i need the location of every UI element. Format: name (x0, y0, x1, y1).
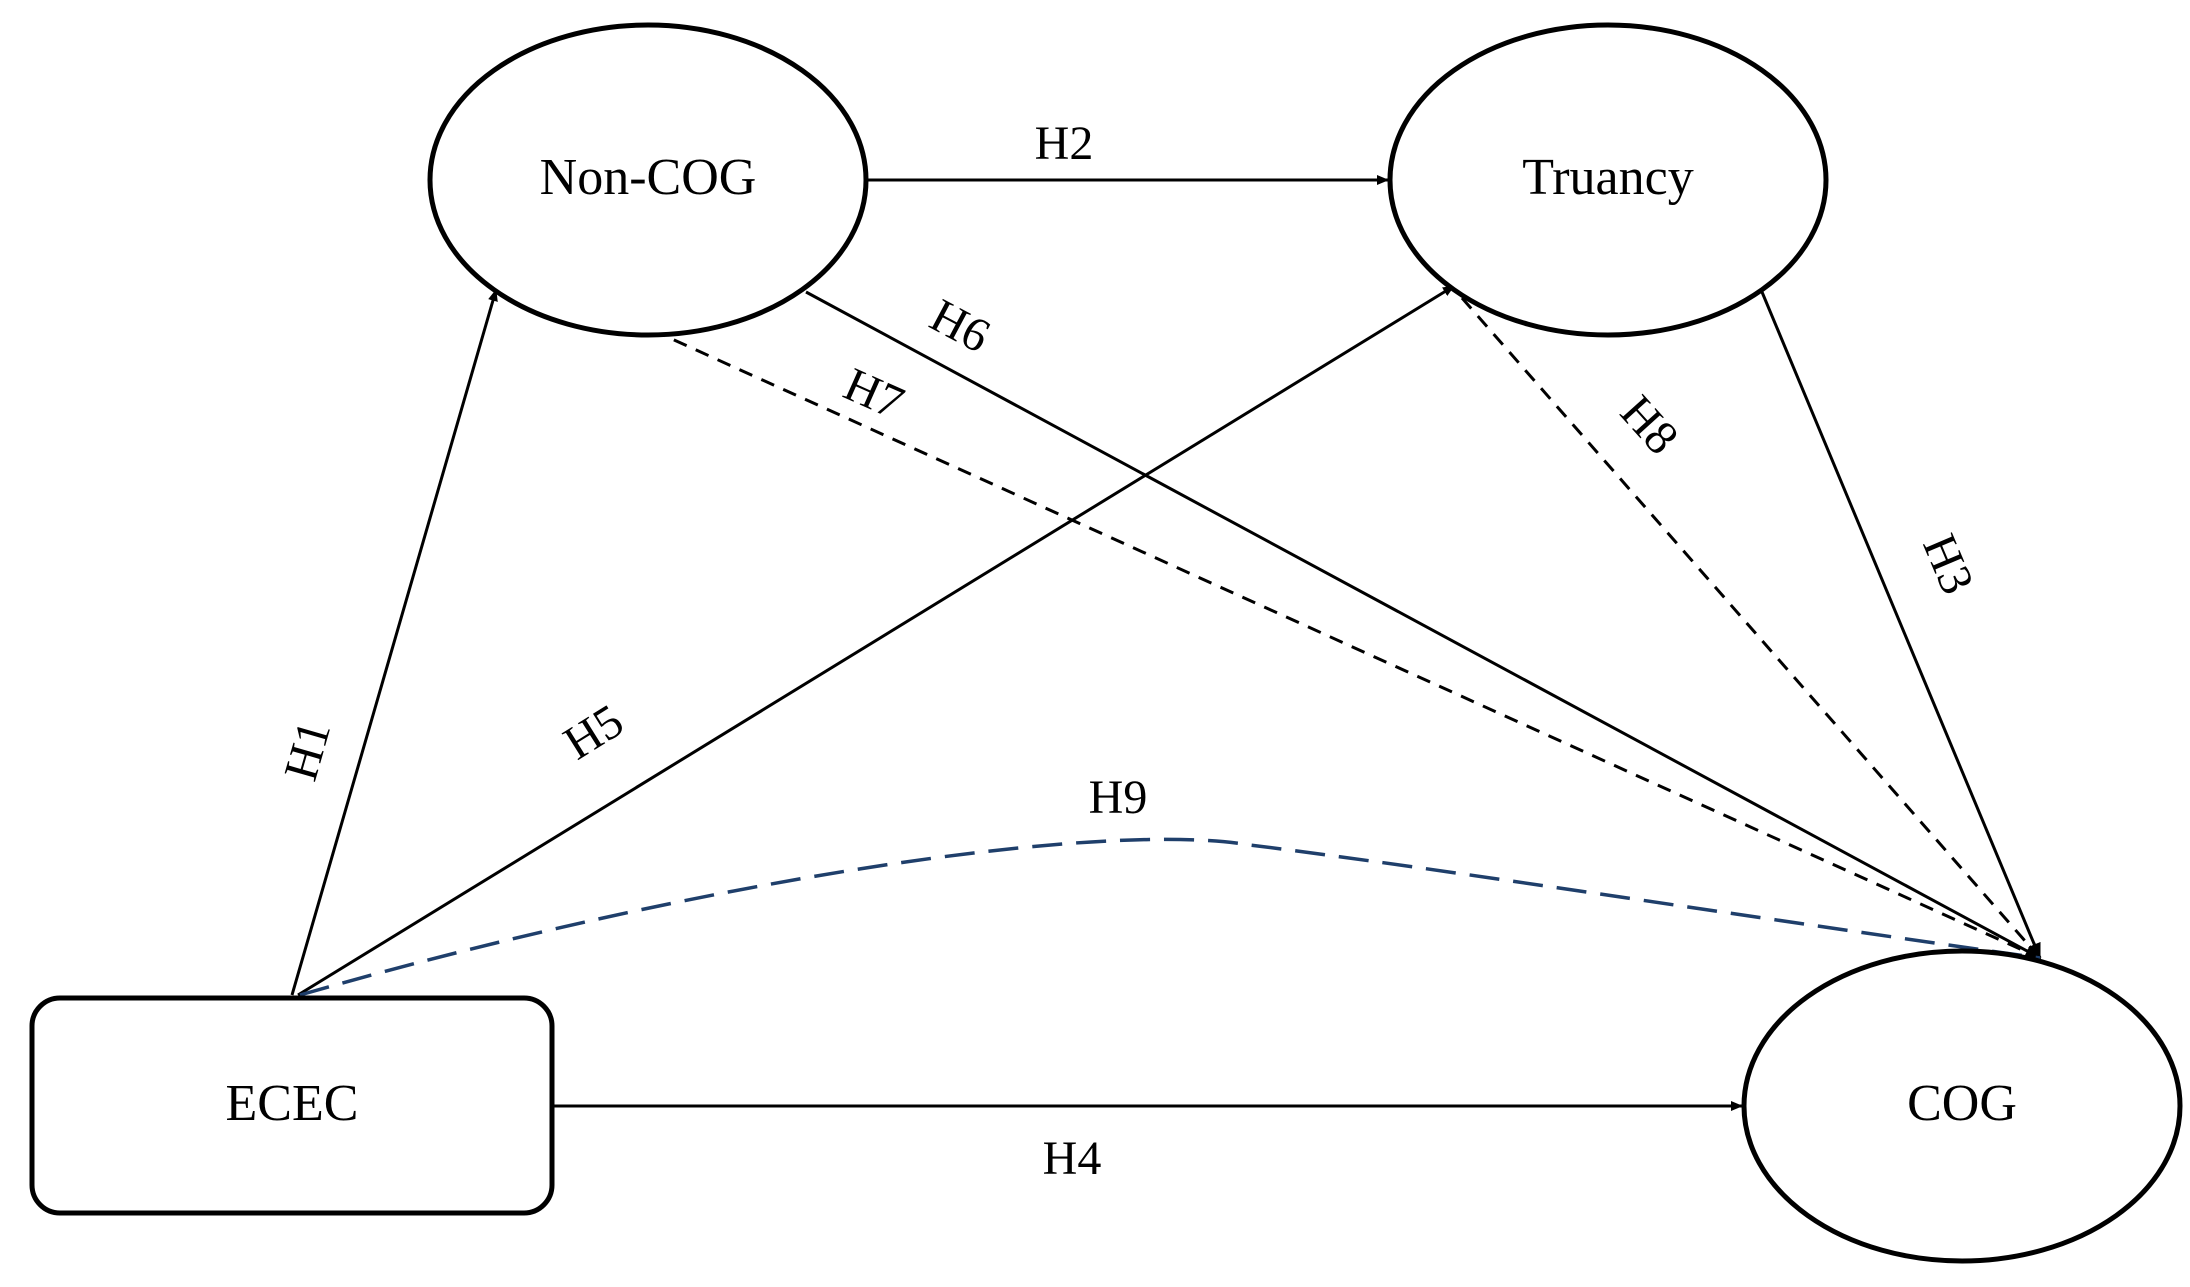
label-h4: H4 (1043, 1132, 1102, 1185)
path-h6 (805, 290, 2042, 960)
label-h6: H6 (922, 289, 999, 363)
node-non-cog: Non-COG (427, 22, 869, 338)
path-h8 (1460, 297, 2042, 960)
truancy-label: Truancy (1522, 149, 1693, 206)
cog-label: COG (1907, 1075, 2017, 1132)
label-h1: H1 (274, 715, 341, 786)
path-h9 (299, 837, 2041, 997)
path-h1 (290, 289, 498, 996)
ecec-label: ECEC (226, 1075, 359, 1132)
label-h3: H3 (1912, 527, 1984, 602)
node-truancy: Truancy (1387, 22, 1829, 338)
path-h7 (651, 328, 2042, 960)
node-ecec: ECEC (29, 995, 555, 1216)
truancy-ellipse (1387, 22, 1829, 338)
non-cog-ellipse (427, 22, 869, 338)
label-h8: H8 (1610, 385, 1689, 464)
label-h2: H2 (1035, 117, 1094, 170)
label-h5: H5 (555, 694, 633, 770)
label-h7: H7 (836, 358, 911, 430)
node-cog: COG (1741, 948, 2183, 1264)
label-h9: H9 (1089, 771, 1148, 824)
path-h3 (1760, 291, 2042, 960)
non-cog-label: Non-COG (540, 149, 757, 206)
cog-ellipse (1741, 948, 2183, 1264)
path-h5 (297, 284, 1455, 997)
ecec-box (29, 995, 555, 1216)
